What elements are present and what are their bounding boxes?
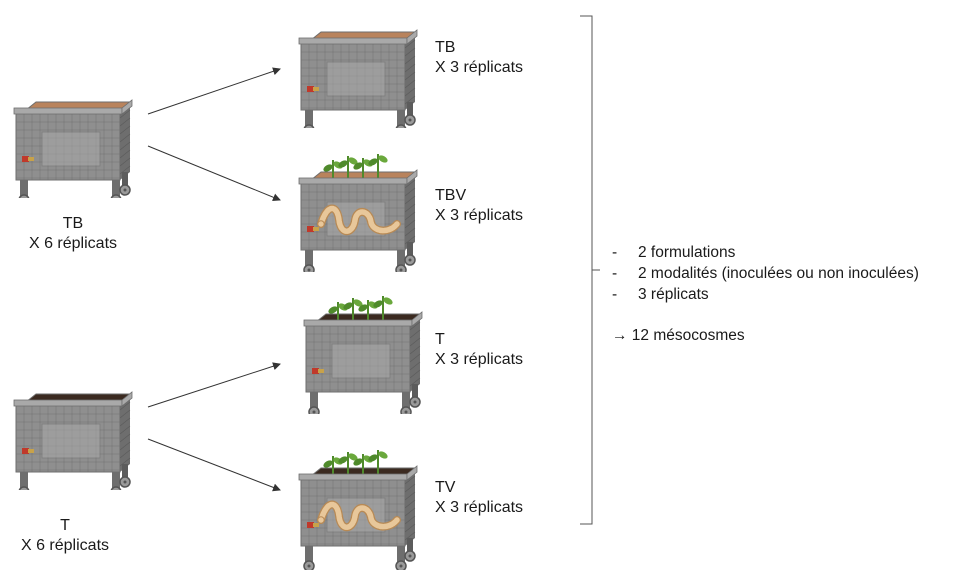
summary-result: → 12 mésocosmes [612, 327, 745, 344]
arrow-t-to-t [147, 362, 281, 408]
treatment-name: TBV [435, 187, 467, 204]
arrow-tb-to-tbv [147, 145, 281, 202]
summary-item: -3 réplicats [612, 286, 709, 303]
source-label-tb: TB X 6 réplicats [8, 214, 138, 254]
mesocosm-bin-icon [13, 391, 133, 498]
grouping-bracket [580, 15, 600, 525]
treatment-label-tb: TB X 3 réplicats [435, 38, 523, 78]
source-replicates: X 6 réplicats [28, 235, 118, 252]
mesocosm-bin-icon [298, 29, 418, 136]
treatment-label-tbv: TBV X 3 réplicats [435, 186, 523, 226]
treatment-bin-tv [293, 446, 423, 575]
arrow-tb-to-tb [147, 67, 281, 115]
treatment-replicates: X 3 réplicats [435, 499, 524, 516]
treatment-replicates: X 3 réplicats [435, 59, 524, 76]
summary-item: -2 formulations [612, 244, 736, 261]
source-name: T [60, 517, 70, 534]
treatment-name: T [435, 331, 445, 348]
source-name: TB [62, 215, 84, 232]
treatment-name: TV [435, 479, 456, 496]
treatment-label-t: T X 3 réplicats [435, 330, 523, 370]
mesocosm-bin-icon [303, 296, 423, 418]
arrow-t-to-tv [147, 438, 281, 492]
summary-list: -2 formulations -2 modalités (inoculées … [612, 242, 919, 346]
source-bin-tb [8, 80, 138, 206]
source-bin-t [8, 372, 138, 498]
mesocosm-bin-icon [13, 99, 133, 206]
treatment-replicates: X 3 réplicats [435, 351, 524, 368]
treatment-bin-tb [293, 10, 423, 136]
source-label-t: T X 6 réplicats [0, 516, 130, 556]
mesocosm-bin-icon [298, 154, 418, 276]
source-replicates: X 6 réplicats [20, 537, 110, 554]
treatment-replicates: X 3 réplicats [435, 207, 524, 224]
treatment-name: TB [435, 39, 456, 56]
treatment-bin-t [298, 292, 428, 419]
mesocosm-bin-icon [298, 450, 418, 572]
treatment-label-tv: TV X 3 réplicats [435, 478, 523, 518]
summary-item: -2 modalités (inoculées ou non inoculées… [612, 265, 919, 282]
treatment-bin-tbv [293, 150, 423, 277]
